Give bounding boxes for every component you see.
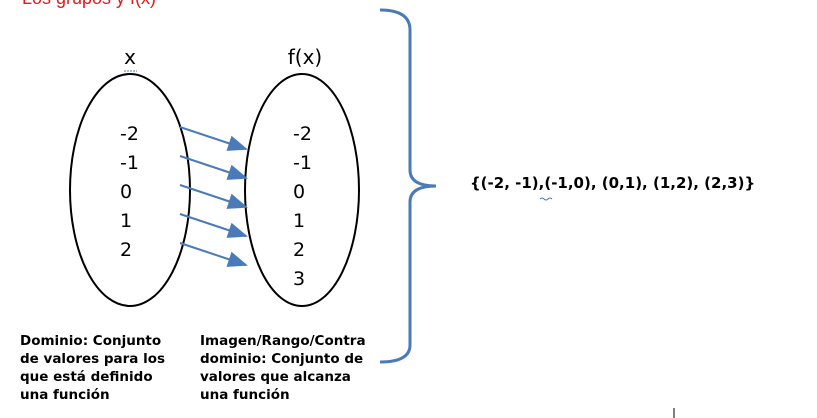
mapping-arrow (179, 242, 248, 267)
ordered-pairs-set: {(-2, -1),(-1,0), (0,1), (1,2), (2,3)} (470, 174, 756, 192)
domain-caption: Dominio: Conjunto de valores para los qu… (20, 332, 165, 404)
range-caption-line: una función (200, 387, 290, 403)
domain-value: 1 (120, 210, 132, 232)
domain-caption-line: Dominio: Conjunto (20, 333, 162, 349)
domain-value: 0 (120, 181, 132, 203)
domain-caption-line: de valores para los (20, 351, 166, 367)
range-value: 0 (293, 181, 305, 203)
range-value: -1 (293, 152, 312, 174)
range-caption-line: Imagen/Rango/Contra (200, 333, 366, 349)
range-ellipse (244, 73, 360, 307)
domain-caption-line: que está definido (20, 369, 153, 385)
domain-caption-line: una función (20, 387, 110, 403)
domain-value: 2 (120, 239, 132, 261)
range-values: -2 -1 0 1 2 3 (293, 123, 312, 290)
domain-value: -1 (120, 152, 139, 174)
top-heading-partial: Los grupos y f(x) (22, 0, 156, 9)
spellcheck-squiggle (539, 197, 553, 201)
domain-header: x (124, 45, 136, 69)
range-value: 1 (293, 210, 305, 232)
grouping-brace (379, 8, 437, 364)
range-caption: Imagen/Rango/Contra dominio: Conjunto de… (200, 332, 366, 404)
domain-ellipse (69, 73, 191, 307)
range-header: f(x) (288, 45, 322, 69)
domain-values: -2 -1 0 1 2 (120, 123, 139, 261)
range-value: 3 (293, 268, 305, 290)
range-value: 2 (293, 239, 305, 261)
range-caption-line: valores que alcanza (200, 369, 351, 385)
mapping-arrows (179, 126, 248, 267)
domain-value: -2 (120, 123, 139, 145)
mapping-arrow (179, 213, 248, 238)
mapping-arrow (179, 184, 248, 209)
mapping-arrow (179, 126, 248, 151)
range-caption-line: dominio: Conjunto de (200, 351, 364, 367)
mapping-arrow (179, 155, 248, 180)
range-value: -2 (293, 123, 312, 145)
